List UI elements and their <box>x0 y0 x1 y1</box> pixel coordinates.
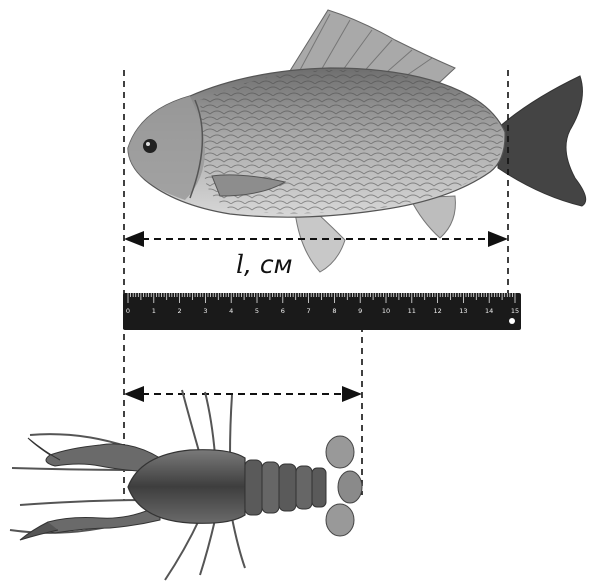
crayfish-tail-fan <box>326 436 362 536</box>
fish-illustration <box>128 10 586 272</box>
length-unit: , см <box>244 250 293 279</box>
ruler-tick-label: 10 <box>382 307 390 315</box>
fish-tail <box>498 76 586 206</box>
ruler-tick-label: 2 <box>178 307 182 315</box>
length-label: l, см <box>236 250 293 279</box>
ruler-tick-label: 12 <box>433 307 441 315</box>
ruler-tick-label: 1 <box>152 307 156 315</box>
ruler-hole <box>509 318 515 324</box>
ruler: 0123456789101112131415 <box>123 293 521 330</box>
ruler-tick-label: 3 <box>203 307 207 315</box>
fish-pelvic-fin <box>295 212 345 272</box>
crayfish-length-arrow <box>124 386 362 402</box>
ruler-tick-label: 7 <box>307 307 311 315</box>
ruler-tick-label: 0 <box>126 307 130 315</box>
ruler-tick-label: 13 <box>459 307 467 315</box>
ruler-tick-label: 8 <box>332 307 336 315</box>
length-symbol: l <box>236 250 244 279</box>
fish-head <box>128 96 205 200</box>
crayfish-abdomen <box>245 460 326 515</box>
ruler-tick-label: 6 <box>281 307 285 315</box>
ruler-tick-label: 4 <box>229 307 233 315</box>
svg-text:l, см: l, см <box>236 250 293 279</box>
fish-eye <box>143 139 157 153</box>
ruler-tick-label: 15 <box>511 307 519 315</box>
ruler-tick-label: 11 <box>408 307 416 315</box>
crayfish-illustration <box>10 390 362 580</box>
ruler-tick-label: 5 <box>255 307 259 315</box>
ruler-tick-label: 9 <box>358 307 362 315</box>
ruler-tick-label: 14 <box>485 307 493 315</box>
